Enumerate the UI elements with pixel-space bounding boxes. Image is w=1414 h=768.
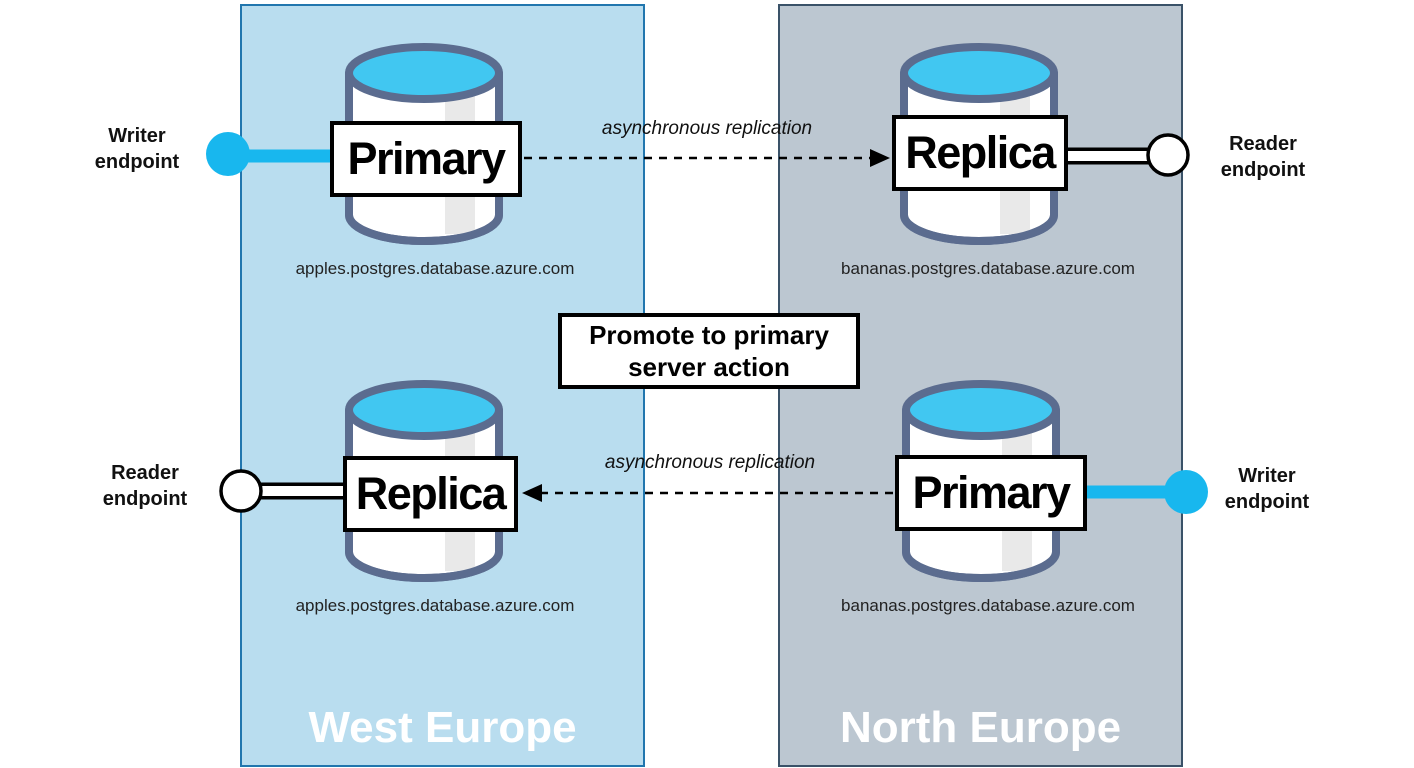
replication-arrow-bottom <box>522 484 893 502</box>
writer-endpoint-label: Writer endpoint <box>94 125 180 173</box>
region-label-west: West Europe <box>308 703 577 752</box>
reader-endpoint-lollipop-icon <box>219 469 347 513</box>
replication-type-label: asynchronous replication <box>604 452 816 473</box>
node-role-box-replica-north: Replica <box>892 115 1068 191</box>
reader-endpoint-label: Reader endpoint <box>102 462 188 510</box>
hostname-label: apples.postgres.database.azure.com <box>295 259 575 278</box>
writer-endpoint-label: Writer endpoint <box>1224 465 1310 513</box>
writer-endpoint-lollipop-icon <box>206 132 333 176</box>
reader-endpoint-lollipop-icon <box>1066 133 1190 177</box>
promote-action-box: Promote to primary server action <box>558 313 860 389</box>
hostname-label: apples.postgres.database.azure.com <box>295 596 575 615</box>
node-role-box-primary-north: Primary <box>895 455 1087 531</box>
node-role-box-primary-west: Primary <box>330 121 522 197</box>
hostname-label: bananas.postgres.database.azure.com <box>841 596 1135 615</box>
node-role-box-replica-west: Replica <box>343 456 518 532</box>
reader-endpoint-label: Reader endpoint <box>1220 133 1306 181</box>
writer-endpoint-lollipop-icon <box>1085 470 1208 514</box>
replication-arrow-top <box>524 149 890 167</box>
hostname-label: bananas.postgres.database.azure.com <box>841 259 1135 278</box>
region-label-north: North Europe <box>839 703 1122 752</box>
replication-type-label: asynchronous replication <box>601 118 813 139</box>
